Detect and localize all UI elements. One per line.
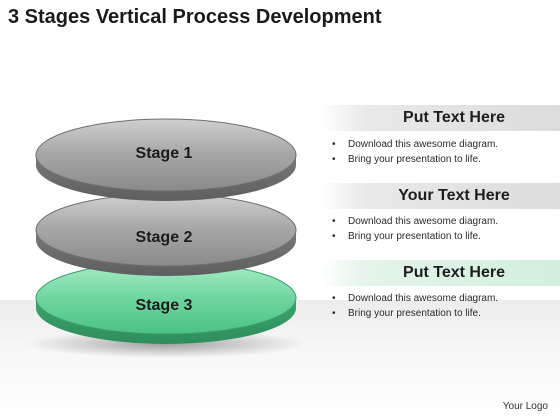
section-3-bullets: Download this awesome diagram. Bring you… — [330, 291, 498, 321]
stage-2-disc — [35, 193, 297, 276]
section-1-bullets: Download this awesome diagram. Bring you… — [330, 137, 498, 167]
stage-1-disc — [35, 118, 297, 201]
section-1-bullet-2: Bring your presentation to life. — [330, 152, 498, 167]
logo-text: Your Logo — [502, 401, 548, 412]
stage-1-label: Stage 1 — [135, 145, 193, 162]
section-3-bullet-2: Bring your presentation to life. — [330, 306, 498, 321]
section-1-bullet-1: Download this awesome diagram. — [330, 137, 498, 152]
section-3-bullet-1: Download this awesome diagram. — [330, 291, 498, 306]
section-2-bullets: Download this awesome diagram. Bring you… — [330, 214, 498, 244]
section-3-heading: Put Text Here — [322, 260, 560, 286]
stage-3-label: Stage 3 — [135, 297, 193, 314]
section-2-bullet-2: Bring your presentation to life. — [330, 229, 498, 244]
section-2-bullet-1: Download this awesome diagram. — [330, 214, 498, 229]
stage-3-disc — [35, 261, 297, 344]
section-1-heading: Put Text Here — [322, 105, 560, 131]
section-2-heading: Your Text Here — [322, 183, 560, 209]
stage-2-label: Stage 2 — [135, 229, 193, 246]
page-title: 3 Stages Vertical Process Development — [8, 6, 382, 28]
